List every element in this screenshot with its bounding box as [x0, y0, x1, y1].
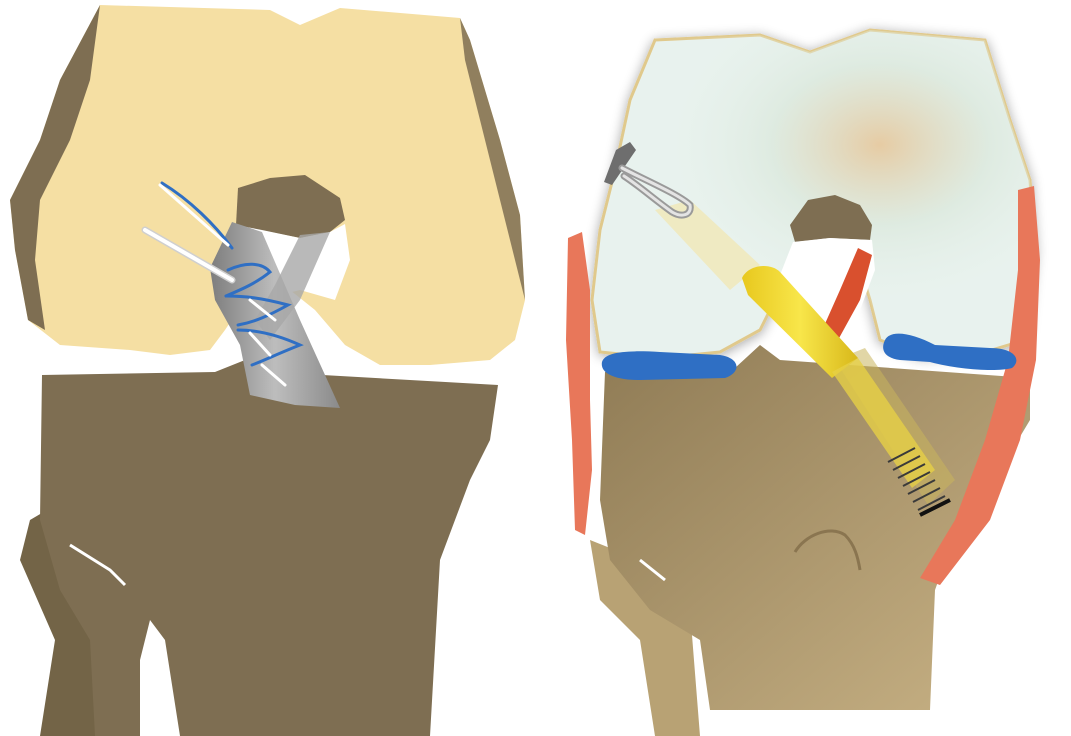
right-knee-panel — [566, 30, 1040, 736]
left-tibia — [40, 358, 498, 736]
medial-collateral-ligament — [566, 232, 592, 535]
medial-meniscus — [602, 351, 737, 380]
left-knee-panel — [10, 5, 525, 736]
